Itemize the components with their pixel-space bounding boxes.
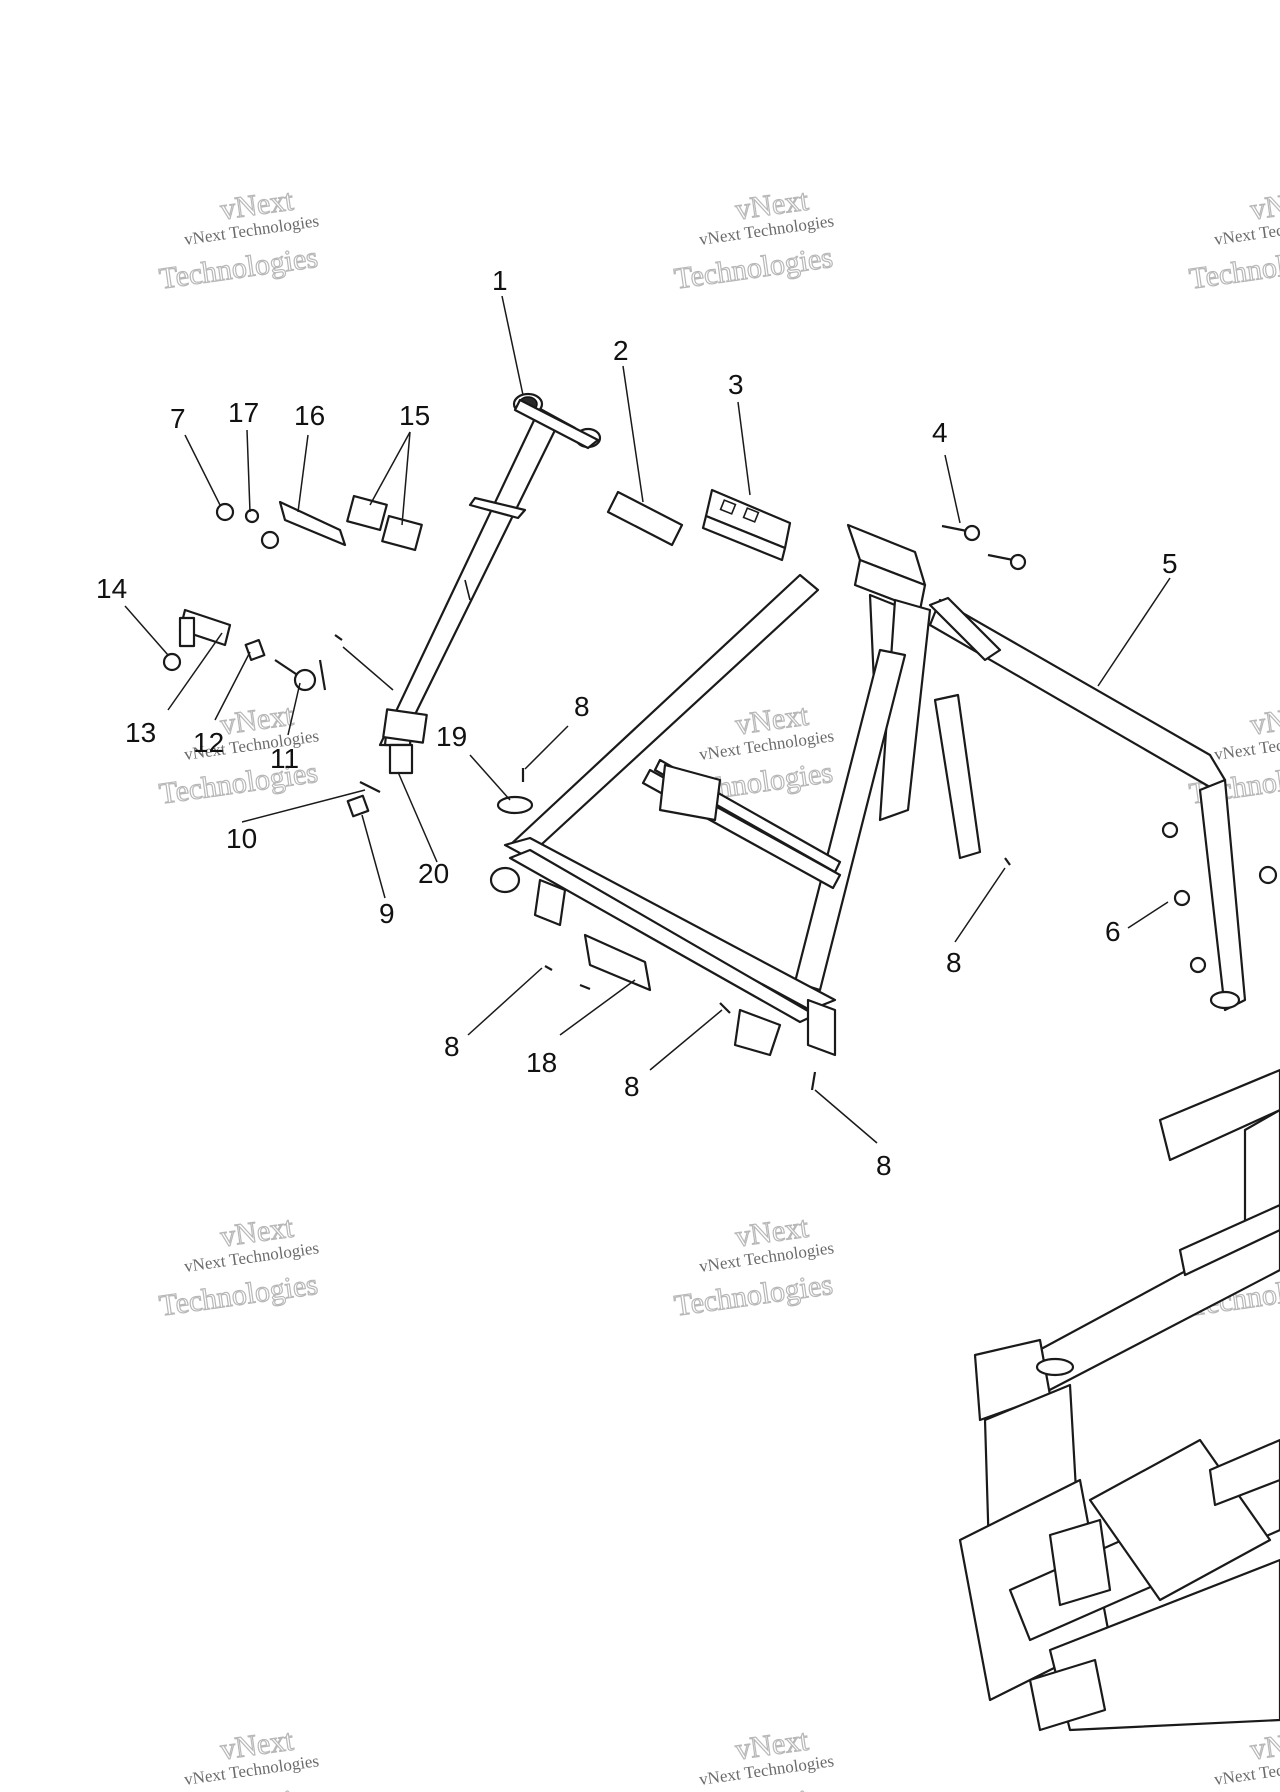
callouts: 1 2 3 4 5 6 7 8 8 8 8 8 8 9 10 11 12 13 … [96, 265, 1178, 1181]
watermark: vNext vNext Technologies Technologies [1187, 183, 1280, 296]
callout-11: 11 [270, 743, 299, 774]
watermark: vNext vNext Technologies Technologies [1187, 1723, 1280, 1792]
callout-5: 5 [1162, 548, 1178, 579]
callout-3: 3 [728, 369, 744, 400]
callout-8: 8 [624, 1071, 640, 1102]
callout-8: 8 [946, 947, 962, 978]
callout-16: 16 [294, 400, 325, 431]
washer-17 [244, 508, 260, 524]
watermark: vNext vNext Technologies Technologies [157, 183, 321, 296]
svg-text:Technologies: Technologies [672, 241, 835, 296]
svg-text:Technologies: Technologies [672, 1781, 835, 1792]
callout-19: 19 [436, 721, 467, 752]
svg-text:Technologies: Technologies [157, 1781, 320, 1792]
nut-7 [215, 502, 235, 522]
callout-17: 17 [228, 397, 259, 428]
watermark: vNext vNext Technologies Technologies [157, 1210, 321, 1323]
svg-text:vNext: vNext [1248, 699, 1280, 742]
svg-text:vNext: vNext [1248, 184, 1280, 227]
clamp-16 [278, 500, 347, 547]
callout-20: 20 [418, 858, 449, 889]
bushing-15b [381, 514, 423, 552]
callout-18: 18 [526, 1047, 557, 1078]
watermark: vNext vNext Technologies Technologies [157, 1723, 321, 1792]
bracket-part [701, 488, 792, 562]
watermark: vNext vNext Technologies Technologies [672, 1210, 836, 1323]
bolt-part [941, 524, 1027, 571]
callout-8: 8 [444, 1031, 460, 1062]
callout-1: 1 [492, 265, 508, 296]
leader-lines [124, 295, 1171, 1144]
bushing-15a [346, 494, 388, 532]
watermark: vNext vNext Technologies Technologies [672, 183, 836, 296]
callout-15: 15 [399, 400, 430, 431]
flange-bolt-part [1161, 821, 1278, 974]
callout-14: 14 [96, 573, 127, 604]
callout-12: 12 [193, 727, 224, 758]
callout-9: 9 [379, 898, 395, 929]
callout-7: 7 [170, 403, 186, 434]
callout-4: 4 [932, 417, 948, 448]
svg-text:Technologies: Technologies [157, 241, 320, 296]
watermark: vNext vNext Technologies Technologies [157, 698, 321, 811]
callout-2: 2 [613, 335, 629, 366]
svg-text:vNext: vNext [1248, 1724, 1280, 1767]
plate-part [606, 490, 684, 547]
svg-text:Technologies: Technologies [1187, 241, 1280, 296]
callout-10: 10 [226, 823, 257, 854]
small-parts [162, 494, 1011, 1091]
callout-8: 8 [876, 1150, 892, 1181]
svg-text:Technologies: Technologies [672, 1268, 835, 1323]
callout-6: 6 [1105, 916, 1121, 947]
callout-13: 13 [125, 717, 156, 748]
watermark: vNext vNext Technologies Technologies [672, 1723, 836, 1792]
rear-chassis-part [958, 1068, 1280, 1732]
steering-column-part [378, 392, 602, 775]
callout-8: 8 [574, 691, 590, 722]
svg-text:Technologies: Technologies [157, 1268, 320, 1323]
front-frame-part [489, 523, 1247, 1057]
